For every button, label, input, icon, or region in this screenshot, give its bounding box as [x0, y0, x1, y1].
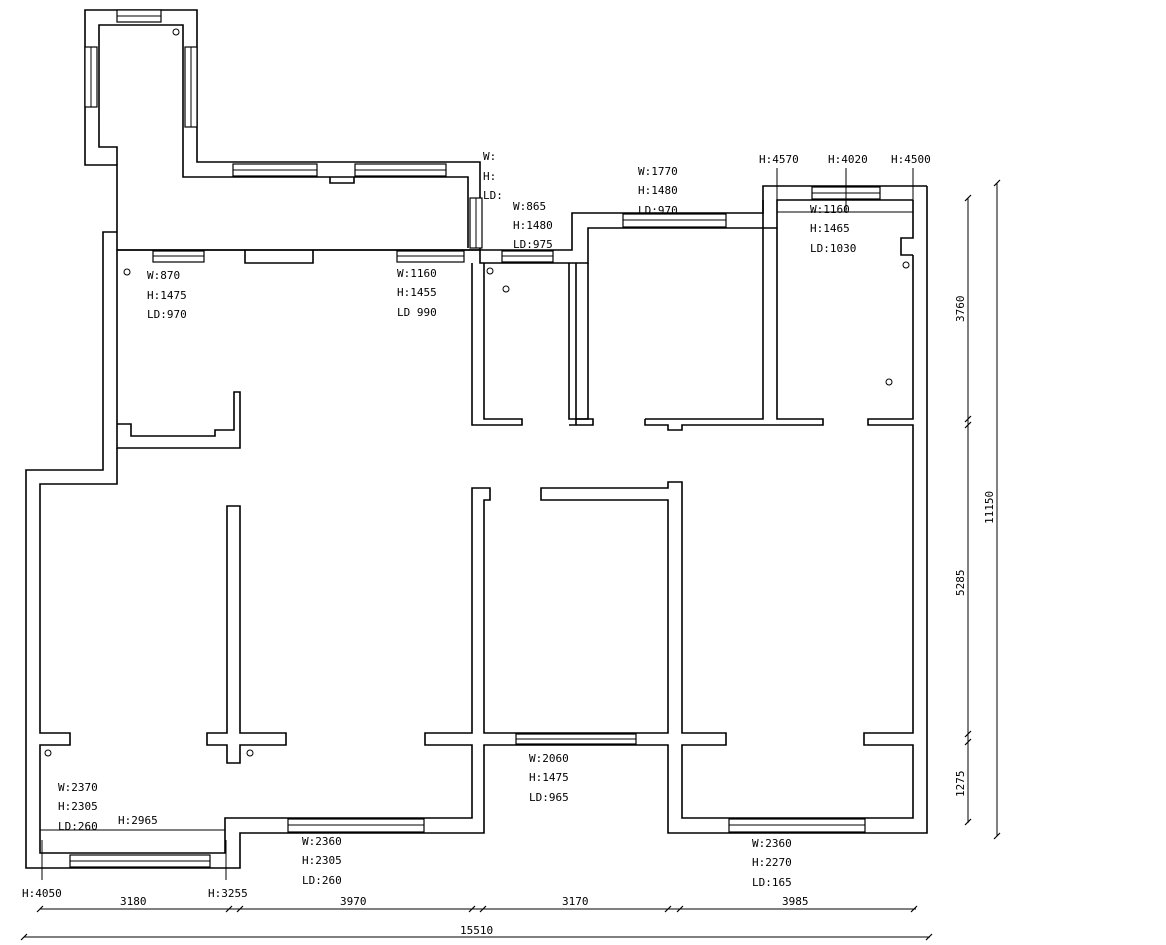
wall-top-mid	[117, 185, 927, 251]
label-w10-ld: LD:165	[752, 876, 792, 889]
wall-top-mid-inner	[244, 250, 314, 264]
label-w5-ld: LD:970	[638, 204, 678, 217]
label-w7-h: H:2305	[58, 800, 98, 813]
label-w1-ld: LD:970	[147, 308, 187, 321]
wall-small-room	[471, 263, 523, 426]
height-3255: H:3255	[208, 887, 248, 900]
pipe-icon	[502, 285, 510, 293]
height-labels: H:4570 H:4020 H:4500 H:2965 H:4050 H:325…	[22, 153, 931, 900]
label-w2: W:1160 H:1455 LD 990	[397, 267, 437, 319]
label-w8-h: H:2305	[302, 854, 342, 867]
label-w8-w: W:2360	[302, 835, 342, 848]
wall-partition-left	[206, 505, 287, 764]
dim-bottom-3: 3170	[562, 895, 589, 908]
label-w5-w: W:1770	[638, 165, 678, 178]
label-w7: W:2370 H:2305 LD:260	[58, 781, 98, 833]
dimension-right: 3760 5285 1275 11150	[954, 179, 1001, 840]
label-w1-w: W:870	[147, 269, 180, 282]
wall-tower-notch	[329, 177, 355, 184]
wall-tower-outer	[84, 9, 481, 251]
height-2965: H:2965	[118, 814, 158, 827]
dim-right-1: 3760	[954, 296, 967, 323]
dimension-bottom: 3180 3970 3170 3985 15510	[20, 895, 933, 941]
label-w2-w: W:1160	[397, 267, 437, 280]
dim-total-height: 11150	[983, 491, 996, 524]
pipe-icon	[246, 749, 254, 757]
label-w5: W:1770 H:1480 LD:970	[638, 165, 678, 217]
pipe-icon	[486, 267, 494, 275]
label-w4: W:865 H:1480 LD:975	[513, 200, 553, 251]
wall-left-core	[39, 255, 914, 854]
height-4570: H:4570	[759, 153, 799, 166]
dim-right-3: 1275	[954, 771, 967, 798]
label-w8-ld: LD:260	[302, 874, 342, 887]
dim-bottom-2: 3970	[340, 895, 367, 908]
label-w1: W:870 H:1475 LD:970	[147, 269, 187, 321]
dim-bottom-1: 3180	[120, 895, 147, 908]
height-4500: H:4500	[891, 153, 931, 166]
label-w7-ld: LD:260	[58, 820, 98, 833]
label-w9-w: W:2060	[529, 752, 569, 765]
height-4050: H:4050	[22, 887, 62, 900]
walls	[25, 9, 928, 869]
label-w6-ld: LD:1030	[810, 242, 856, 255]
label-w5-h: H:1480	[638, 184, 678, 197]
stair-box-lower-left	[40, 829, 226, 853]
height-4020: H:4020	[828, 153, 868, 166]
label-w3-h: H:	[483, 170, 496, 183]
dim-right-2: 5285	[954, 570, 967, 597]
window-labels: W:870 H:1475 LD:970 W:1160 H:1455 LD 990…	[58, 150, 856, 889]
label-w3-w: W:	[483, 150, 496, 163]
label-w8: W:2360 H:2305 LD:260	[302, 835, 342, 887]
label-w9-h: H:1475	[529, 771, 569, 784]
label-w1-h: H:1475	[147, 289, 187, 302]
label-w4-h: H:1480	[513, 219, 553, 232]
wall-tower-inner	[98, 24, 469, 248]
label-w3-ld: LD:	[483, 189, 503, 202]
label-w6-h: H:1465	[810, 222, 850, 235]
label-w2-h: H:1455	[397, 286, 437, 299]
wall-room-right2	[644, 200, 824, 431]
dim-bottom-4: 3985	[782, 895, 809, 908]
dim-total-width: 15510	[460, 924, 493, 937]
label-w10-w: W:2360	[752, 837, 792, 850]
pipe-icon	[123, 268, 131, 276]
label-w6: W:1160 H:1465 LD:1030	[810, 203, 856, 255]
pipe-icon	[885, 378, 893, 386]
wall-outer-left-inner	[116, 250, 241, 449]
label-w10: W:2360 H:2270 LD:165	[752, 837, 792, 889]
pipes	[44, 28, 910, 757]
wall-right-tower	[900, 200, 914, 256]
label-w4-ld: LD:975	[513, 238, 553, 251]
windows	[69, 9, 881, 868]
label-w9: W:2060 H:1475 LD:965	[529, 752, 569, 804]
label-w10-h: H:2270	[752, 856, 792, 869]
pipe-icon	[172, 28, 180, 36]
label-w6-w: W:1160	[810, 203, 850, 216]
label-w9-ld: LD:965	[529, 791, 569, 804]
label-w4-w: W:865	[513, 200, 546, 213]
label-w7-w: W:2370	[58, 781, 98, 794]
wall-outer-right	[25, 186, 928, 869]
pipe-icon	[902, 261, 910, 269]
wall-mid-room	[568, 263, 594, 426]
pipe-icon	[44, 749, 52, 757]
label-w2-ld: LD 990	[397, 306, 437, 319]
label-w3: W: H: LD:	[483, 150, 503, 202]
leaders	[41, 168, 914, 880]
wall-room-right	[576, 263, 589, 420]
